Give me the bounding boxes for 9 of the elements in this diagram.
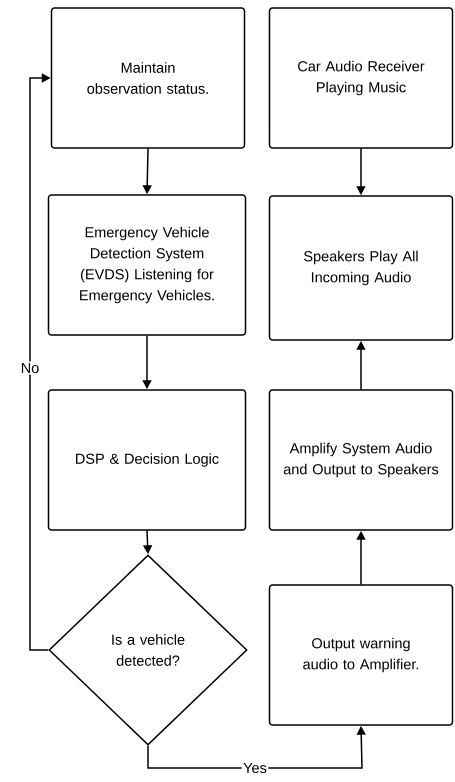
process-box: Amplify System Audio and Output to Speakers — [268, 389, 454, 531]
process-box: Maintain observation status. — [50, 7, 246, 149]
process-box: Emergency Vehicle Detection System (EVDS) Listening for Emergency Vehicles. — [48, 194, 246, 336]
edge-label: No — [19, 361, 41, 375]
process-box: Car Audio Receiver Playing Music — [268, 7, 454, 149]
edge-label: Yes — [242, 761, 268, 775]
process-box: DSP & Decision Logic — [48, 389, 246, 531]
process-box: Speakers Play All Incoming Audio — [268, 195, 454, 341]
process-box: Output warning audio to Amplifier. — [268, 584, 454, 726]
